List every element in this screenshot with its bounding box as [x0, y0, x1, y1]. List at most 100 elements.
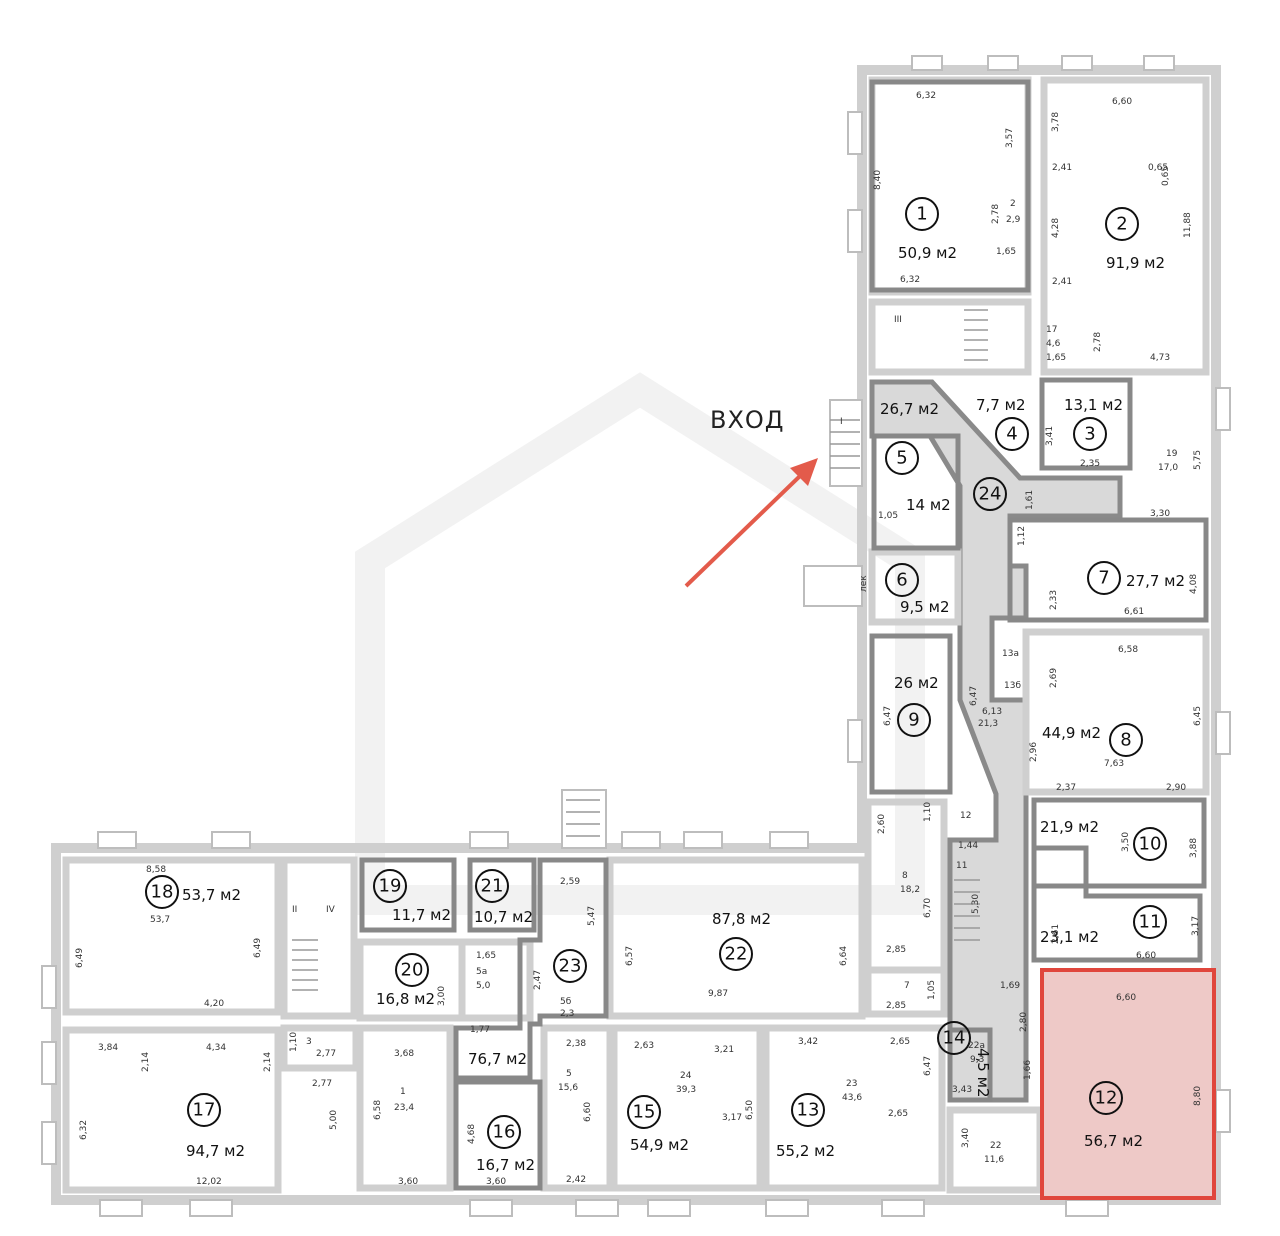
room-3[interactable]: 313,1 м2 [1064, 396, 1123, 451]
room-12-highlight[interactable] [1040, 968, 1216, 1200]
dimension-label: 1,65 [476, 951, 496, 961]
dimension-label: 12,02 [196, 1177, 222, 1187]
room-12[interactable]: 12 56,7 м2 [1084, 1081, 1143, 1150]
dimension-label: 1 [400, 1087, 406, 1097]
dimension-label: 39,3 [676, 1085, 696, 1095]
dimension-label: 1,12 [1017, 526, 1027, 546]
dimension-label: 1,77 [470, 1025, 490, 1035]
dimension-label: 6,50 [745, 1100, 755, 1120]
room-24[interactable]: 24 26,7 м2 [880, 400, 1007, 511]
dimension-label: 2,37 [1056, 783, 1076, 793]
dimension-label: 2,42 [566, 1175, 586, 1185]
room-area: 16,7 м2 [476, 1156, 535, 1174]
dimension-label: 6,58 [373, 1100, 383, 1120]
room-area: 9,5 м2 [900, 598, 949, 616]
room-1[interactable]: 150,9 м2 [898, 197, 957, 262]
dimension-label: 2,3 [560, 1009, 574, 1019]
room-number: 10 [1139, 834, 1162, 855]
room-number-circle [627, 1095, 661, 1129]
room-14[interactable]: 144,5 м2 [937, 1021, 992, 1097]
room-number: 8 [1120, 730, 1131, 751]
dimension-label: 2,61 [1051, 924, 1061, 944]
dimension-label: 4,68 [467, 1124, 477, 1144]
room-number-circle [1087, 561, 1121, 595]
dimension-label: 3,00 [437, 986, 447, 1006]
room-number-circle [145, 875, 179, 909]
dimension-label: 22 [990, 1141, 1001, 1151]
room-area: 56,7 м2 [1084, 1132, 1143, 1150]
dimension-label: 8,40 [873, 170, 883, 190]
dimension-label: 6,58 [1118, 645, 1138, 655]
dimension-label: 5,30 [971, 894, 981, 914]
dimension-label: 17 [1046, 325, 1057, 335]
dimension-label: 3,42 [798, 1037, 818, 1047]
room-number: 24 [979, 484, 1002, 505]
room-8[interactable]: 844,9 м2 [1042, 723, 1143, 757]
dimension-label: 4,34 [206, 1043, 226, 1053]
interior-walls [62, 76, 1210, 1194]
dark-room-outlines [359, 79, 1209, 1191]
room-area: 26,7 м2 [880, 400, 939, 418]
dimension-label: 6,13 [982, 707, 1002, 717]
dimension-label: 6,47 [923, 1056, 933, 1076]
dimension-label: 2,80 [1019, 1012, 1029, 1032]
dimension-label: 6,32 [916, 91, 936, 101]
dimension-label: 17,0 [1158, 463, 1178, 473]
dimension-label: 8 [902, 871, 908, 881]
dimension-label: 6,60 [1112, 97, 1132, 107]
room-area: 50,9 м2 [898, 244, 957, 262]
room-area: 27,7 м2 [1126, 572, 1185, 590]
dimension-label: 2,65 [888, 1109, 908, 1119]
room-5[interactable]: 514 м2 [885, 441, 951, 514]
room-4[interactable]: 47,7 м2 [976, 396, 1029, 451]
dimension-label: 3,17 [722, 1113, 742, 1123]
dimension-label: 11,88 [1183, 212, 1193, 238]
dimension-label: 3,60 [398, 1177, 418, 1187]
dimension-label: 7,63 [1104, 759, 1124, 769]
dimension-label: 4,28 [1051, 218, 1061, 238]
dimension-label: 2,69 [1049, 668, 1059, 688]
room-number: 23 [559, 956, 582, 977]
dimension-label: 43,6 [842, 1093, 862, 1103]
dimension-label: 3,60 [486, 1177, 506, 1187]
dimension-label: 9,87 [708, 989, 728, 999]
room-number-circle [373, 869, 407, 903]
dimension-label: 3,57 [1005, 128, 1015, 148]
dimension-label: 2,60 [877, 814, 887, 834]
room-number: 14 [943, 1028, 966, 1049]
room-number: 12 [1095, 1088, 1118, 1109]
room-2[interactable]: 291,9 м2 [1105, 207, 1165, 272]
dimension-label: 2,78 [991, 204, 1001, 224]
dimension-label: 6,45 [1193, 706, 1203, 726]
dimension-label: 23 [846, 1079, 857, 1089]
dimension-label: 1,10 [923, 802, 933, 822]
room-number-circle [937, 1021, 971, 1055]
dimension-label: 2,41 [1052, 163, 1072, 173]
dimension-label: 0,65 [1161, 166, 1171, 186]
dimension-label: 2,33 [1049, 590, 1059, 610]
room-6[interactable]: 69,5 м2 [885, 563, 949, 616]
room-area: 26 м2 [894, 674, 939, 692]
room-9[interactable]: 926 м2 [894, 674, 939, 737]
entrance-label: ВХОД [710, 406, 785, 434]
stairs [292, 309, 988, 991]
room-number: 22 [725, 944, 748, 965]
room-area: 94,7 м2 [186, 1142, 245, 1160]
dimension-label: 13б [1004, 681, 1021, 691]
dimension-label: 6,49 [253, 938, 263, 958]
room-number-circle [791, 1093, 825, 1127]
dimension-label: 2,41 [1052, 277, 1072, 287]
